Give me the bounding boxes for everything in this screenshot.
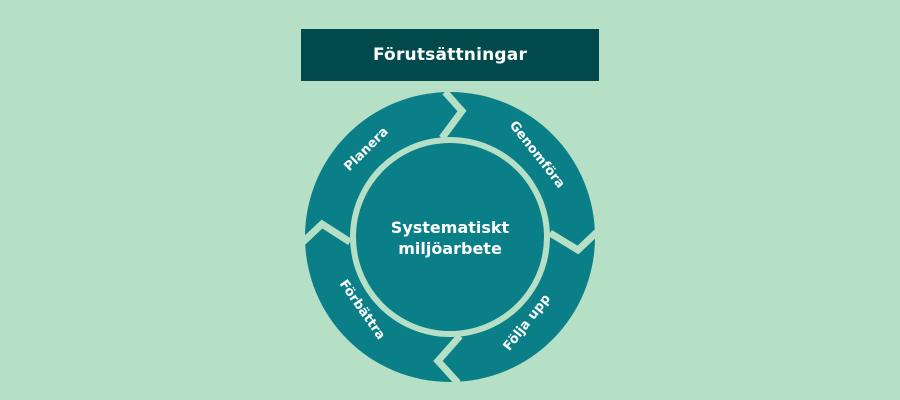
center-label-line-2: miljöarbete <box>398 239 502 258</box>
separator-left <box>300 219 352 245</box>
center-disc <box>356 143 544 331</box>
preconditions-banner: Förutsättningar <box>301 29 599 81</box>
banner-title: Förutsättningar <box>372 45 528 65</box>
center-label-line-1: Systematiskt <box>391 218 510 237</box>
separator-top <box>439 89 467 141</box>
separator-bottom <box>433 333 463 386</box>
separator-right <box>548 229 600 255</box>
